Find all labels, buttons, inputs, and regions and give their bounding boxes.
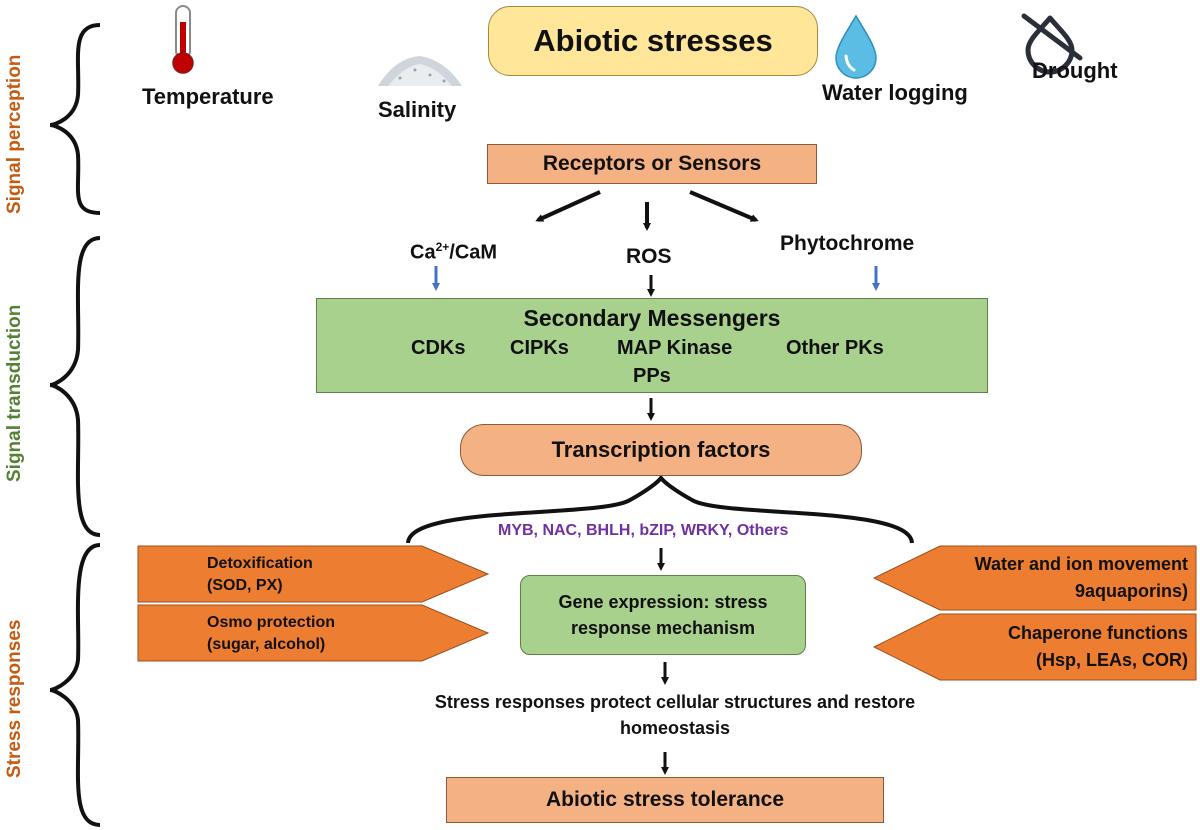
receptors-label: Receptors or Sensors [542, 152, 762, 175]
response-detail: 9aquaporins) [1074, 581, 1188, 601]
right-arrow-shape-1 [872, 545, 1197, 611]
messenger-item: CDKs [411, 337, 466, 359]
messenger-item: CIPKs [510, 337, 569, 359]
messenger-extra: PPs [633, 365, 671, 387]
split-bracket [406, 474, 914, 544]
tf-families: MYB, NAC, BHLH, bZIP, WRKY, Others [498, 522, 789, 539]
response-chaperone: Chaperone functions (Hsp, LEAs, COR) [1008, 620, 1188, 674]
messenger-item: Other PKs [786, 337, 884, 359]
arrow-to-ca [535, 190, 601, 222]
label-salinity: Salinity [378, 97, 457, 122]
outcome-line: Stress responses protect cellular struct… [434, 692, 916, 712]
label-drought: Drought [1032, 58, 1118, 83]
tolerance-label: Abiotic stress tolerance [545, 788, 785, 811]
water-drop-icon [835, 14, 877, 79]
thermometer-icon [172, 5, 194, 74]
outcome-text: Stress responses protect cellular struct… [0, 689, 1200, 741]
signal-ca-suffix: /CaM [449, 241, 498, 264]
response-title: Water and ion movement [974, 554, 1188, 574]
messengers-box: Secondary Messengers CDKs CIPKs MAP Kina… [316, 298, 988, 393]
response-detail: (SOD, PX) [207, 577, 283, 594]
right-arrow-shape-2 [872, 613, 1197, 681]
title-box: Abiotic stresses [488, 6, 818, 76]
brace-responses [49, 543, 101, 827]
arrow-to-phyto [689, 190, 759, 222]
signal-ros: ROS [626, 245, 672, 268]
transcription-label: Transcription factors [551, 437, 771, 462]
label-water-logging: Water logging [822, 80, 968, 105]
signal-ca-prefix: Ca [410, 241, 436, 264]
response-osmo-protection: Osmo protection (sugar, alcohol) [207, 612, 335, 656]
response-water-ion: Water and ion movement 9aquaporins) [975, 551, 1188, 605]
left-arrow-shape-1 [137, 545, 490, 603]
transcription-box: Transcription factors [460, 424, 862, 476]
response-detail: (sugar, alcohol) [207, 636, 326, 653]
signal-phytochrome: Phytochrome [780, 232, 915, 255]
response-title: Chaperone functions [1007, 623, 1188, 643]
drought-icon [1021, 13, 1083, 75]
left-arrow-shape-2 [137, 604, 490, 662]
tolerance-box: Abiotic stress tolerance [446, 777, 884, 823]
gene-expression-box: Gene expression: stress response mechani… [520, 575, 806, 655]
response-detail: (Hsp, LEAs, COR) [1035, 650, 1188, 670]
response-title: Detoxification [207, 555, 313, 572]
gene-expression-label: Gene expression: stress response mechani… [558, 592, 768, 638]
response-detoxification: Detoxification (SOD, PX) [207, 553, 313, 597]
salt-pile-icon [378, 56, 462, 86]
brace-transduction [49, 236, 101, 537]
brace-perception [49, 23, 101, 215]
outcome-line: homeostasis [619, 718, 731, 738]
signal-ca-sup: 2+ [435, 240, 450, 254]
phase-label-perception: Signal perception [4, 54, 25, 214]
receptors-box: Receptors or Sensors [487, 144, 817, 184]
signal-ca-cam: Ca2+/CaM [410, 240, 497, 265]
phase-label-transduction: Signal transduction [4, 304, 25, 482]
messenger-item: MAP Kinase [617, 337, 733, 359]
messengers-title: Secondary Messengers [523, 305, 781, 331]
label-temperature: Temperature [142, 84, 274, 109]
page-title: Abiotic stresses [533, 23, 773, 58]
response-title: Osmo protection [207, 614, 336, 631]
